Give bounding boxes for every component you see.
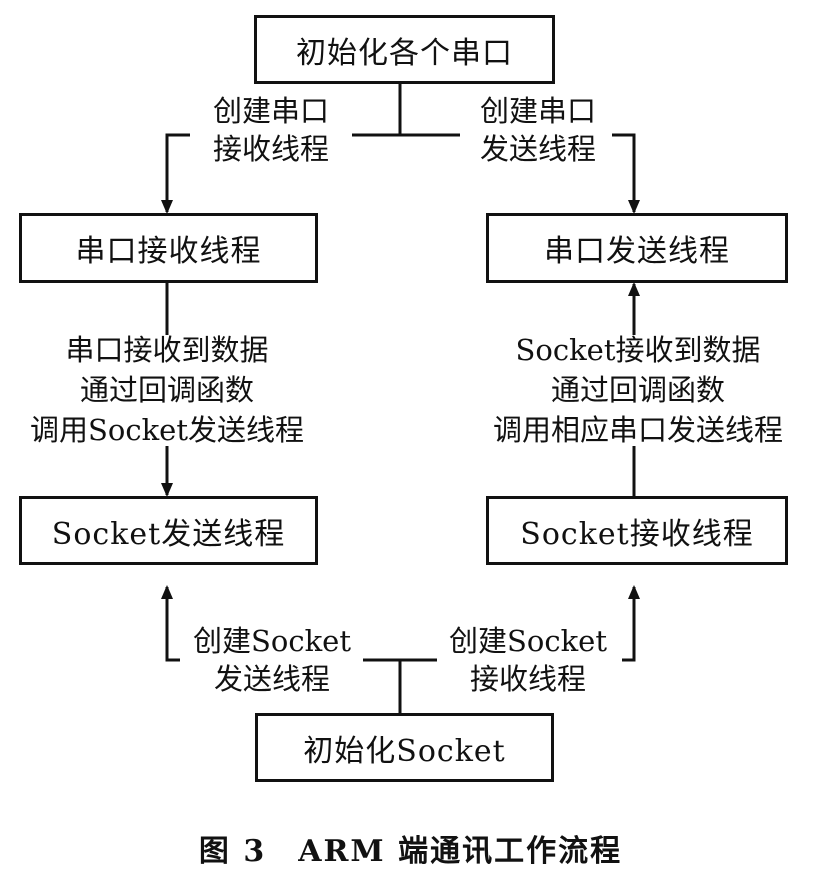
arrow-create-socket-send xyxy=(165,587,180,662)
edge-label-line: 串口接收到数据 xyxy=(65,333,269,367)
figure-caption: 图 3 ARM 端通讯工作流程 xyxy=(198,834,623,869)
edge-label-create-serial-send: 创建串口 发送线程 xyxy=(463,92,613,168)
node-socket-recv: Socket接收线程 xyxy=(486,496,788,565)
node-socket-recv-label: Socket接收线程 xyxy=(520,516,754,552)
node-init-socket-label: 初始化Socket xyxy=(303,733,506,769)
edge-label-line: Socket接收到数据 xyxy=(515,333,761,367)
edge-label-line: 创建Socket xyxy=(449,624,607,658)
edge-label-line: 接收线程 xyxy=(469,662,586,696)
edge-label-line: 通过回调函数 xyxy=(79,373,254,407)
edge-label-line: 创建串口 xyxy=(212,94,329,128)
edge-label-socket-to-serial: Socket接收到数据 通过回调函数 调用相应串口发送线程 xyxy=(455,330,821,450)
edge-label-line: 接收线程 xyxy=(212,132,329,166)
node-serial-recv: 串口接收线程 xyxy=(19,213,318,283)
node-serial-send: 串口发送线程 xyxy=(486,213,788,283)
arrow-create-serial-recv xyxy=(165,133,190,212)
node-serial-send-label: 串口发送线程 xyxy=(544,234,730,269)
edge-label-create-socket-recv: 创建Socket 接收线程 xyxy=(440,622,616,698)
edge-label-line: 调用Socket发送线程 xyxy=(30,413,304,447)
node-serial-recv-label: 串口接收线程 xyxy=(75,234,262,269)
edge-label-line: 发送线程 xyxy=(213,662,330,696)
edge-label-line: 发送线程 xyxy=(479,132,596,166)
edge-label-line: 创建串口 xyxy=(479,94,596,128)
node-socket-send-label: Socket发送线程 xyxy=(51,516,286,552)
node-init-socket: 初始化Socket xyxy=(255,713,554,782)
arrow-create-serial-send xyxy=(612,133,636,212)
edge-label-create-serial-recv: 创建串口 接收线程 xyxy=(196,92,346,168)
node-socket-send: Socket发送线程 xyxy=(19,496,318,565)
node-init-serial: 初始化各个串口 xyxy=(254,15,555,84)
arrow-create-socket-recv xyxy=(622,587,636,662)
edge-label-serial-to-socket: 串口接收到数据 通过回调函数 调用Socket发送线程 xyxy=(0,330,334,450)
edge-label-line: 调用相应串口发送线程 xyxy=(492,413,783,447)
node-init-serial-label: 初始化各个串口 xyxy=(296,35,513,71)
edge-label-line: 通过回调函数 xyxy=(550,373,725,407)
edge-label-create-socket-send: 创建Socket 发送线程 xyxy=(184,622,360,698)
edge-label-line: 创建Socket xyxy=(193,624,351,658)
